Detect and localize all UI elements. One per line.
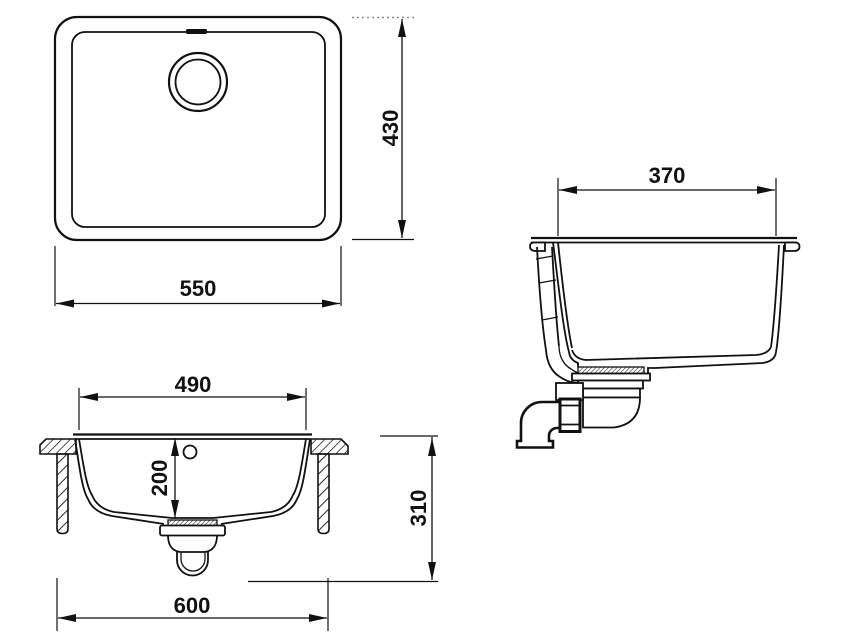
dim-label-370: 370 (649, 163, 686, 188)
dimension-bowl-depth: 200 (147, 438, 179, 518)
dim-label-490: 490 (175, 372, 212, 397)
side-wall-front-outer (775, 244, 785, 353)
dim-label-430: 430 (378, 110, 403, 147)
rim-lip-left (529, 241, 546, 252)
top-view: 550 430 (53, 15, 414, 308)
bowl-outer-wall-right (220, 438, 311, 525)
trap-tier-lower (582, 387, 641, 399)
bowl-outer-wall-left (74, 438, 165, 525)
drain-outer-circle (167, 51, 229, 113)
mounting-clip-right (317, 453, 330, 535)
dim-label-550: 550 (180, 276, 217, 301)
bowl-inner-outline (71, 31, 326, 228)
overflow-hole (182, 444, 198, 460)
rim-lip-right (784, 241, 801, 252)
front-section-view: 490 200 310 600 (39, 372, 438, 631)
trap-cup-outer (176, 552, 209, 577)
trap-tier-upper (577, 379, 644, 390)
bowl-bottom-outer-left (568, 351, 579, 367)
arrow-down (398, 220, 406, 238)
dim-label-310: 310 (406, 490, 431, 527)
bowl-bottom-outer (644, 351, 777, 375)
dimension-top-width: 550 (54, 246, 342, 308)
arrow-left (56, 299, 74, 308)
bowl-bottom-inner (571, 346, 772, 361)
countertop-section-right (310, 438, 349, 455)
dimension-base-width: 600 (56, 578, 329, 631)
side-drain-flange (571, 372, 651, 382)
overflow-connector (555, 382, 584, 401)
dimension-side-depth: 370 (557, 163, 777, 236)
side-wall-back-outer (552, 242, 570, 353)
arrow-right (322, 299, 340, 308)
coupling-nut (558, 397, 582, 433)
dimension-top-height: 430 (352, 16, 414, 241)
drain-flange (159, 524, 226, 537)
dim-label-600: 600 (174, 593, 211, 618)
dimension-inner-width: 490 (78, 372, 307, 430)
waste-elbow-pipe (515, 400, 565, 449)
trap-neck (167, 535, 218, 553)
trap-body (582, 396, 641, 429)
dim-label-200: 200 (147, 460, 172, 497)
side-view: 370 (515, 163, 801, 449)
mounting-clip-left (56, 453, 69, 535)
drain-inner-circle (174, 58, 222, 106)
dimension-overall-height: 310 (248, 435, 438, 583)
sink-outer-outline (53, 15, 343, 242)
overflow-pipe (535, 246, 582, 384)
side-wall-back-inner (557, 242, 573, 349)
side-drain-strainer (577, 366, 645, 375)
arrow-up (398, 19, 406, 37)
countertop-section-left (39, 438, 77, 455)
side-wall-front-inner (770, 244, 780, 348)
overflow-slot (186, 29, 207, 34)
trap-cup-inner (180, 553, 206, 572)
bowl-inner-wall (78, 438, 307, 519)
